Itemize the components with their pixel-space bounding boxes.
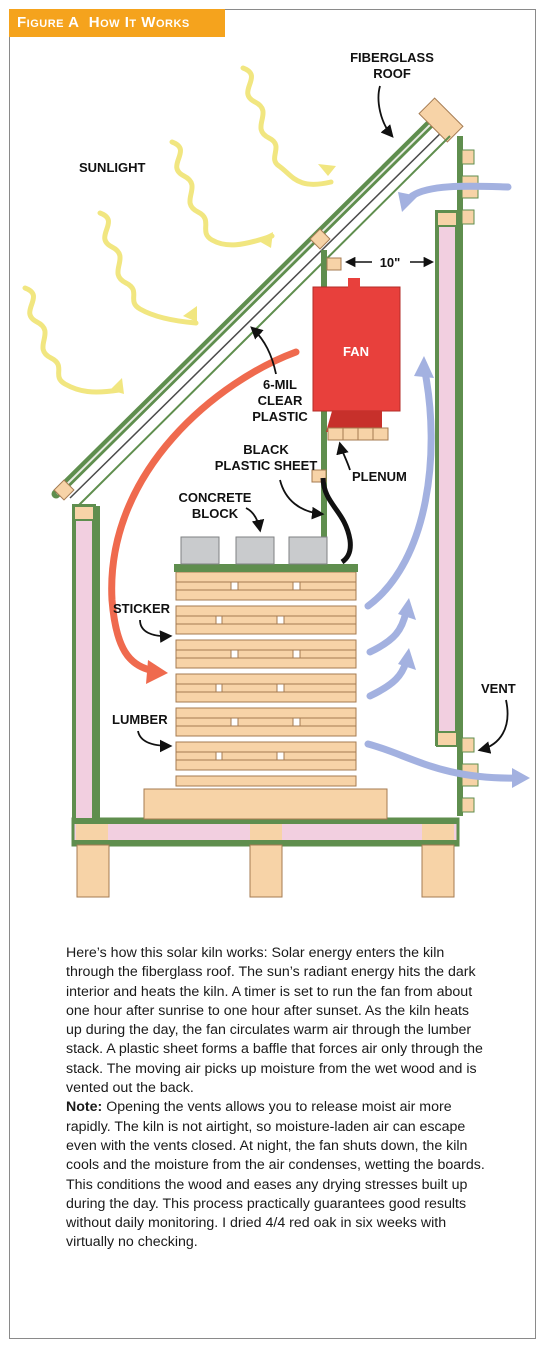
solar-kiln-diagram: FAN [22, 50, 530, 898]
note-label: Note: [66, 1099, 103, 1116]
sticker-rows [175, 581, 357, 761]
figure-heading: How It Works [88, 14, 190, 31]
roof-leader [377, 85, 394, 138]
warm-air-arrow [108, 348, 300, 684]
sun-ray-heads [110, 164, 336, 394]
plenum-leader [336, 441, 351, 471]
plastic-label-2: CLEAR [258, 393, 303, 408]
plastic-label-3: PLASTIC [252, 409, 308, 424]
fan: FAN [312, 278, 401, 441]
kiln-floor [71, 817, 460, 898]
sun-ray [97, 210, 199, 326]
concrete-block [288, 536, 328, 565]
sheet-label-1: BLACK [243, 442, 289, 457]
caption-paragraph-1: Here’s how this solar kiln works: Solar … [66, 945, 483, 1097]
lumber-stack [143, 564, 388, 820]
sun-ray [169, 139, 275, 248]
sheet-leader [279, 479, 325, 520]
vent-label: VENT [481, 681, 516, 696]
plastic-leader [250, 326, 277, 375]
lumber-layers [175, 571, 357, 787]
plastic-label-1: 6-MIL [263, 377, 297, 392]
sunlight-label: SUNLIGHT [79, 160, 146, 175]
figure-frame [9, 9, 536, 1339]
front-wall [72, 504, 100, 822]
black-plastic-sheet [320, 477, 353, 565]
gap-dimension: 10" [344, 255, 435, 270]
gap-label: 10" [380, 255, 401, 270]
cool-air-heads [398, 192, 530, 788]
plenum-label: PLENUM [352, 469, 407, 484]
caption-paragraph-2: Note: Opening the vents allows you to re… [66, 1098, 486, 1252]
sun-ray [22, 285, 122, 395]
concrete-block [180, 536, 220, 565]
roof-label-1: FIBERGLASS [350, 50, 434, 65]
vent-leader [477, 699, 509, 754]
sunlight-rays [22, 65, 334, 395]
sticker-leader [139, 619, 173, 643]
sheet-label-2: PLASTIC SHEET [215, 458, 318, 473]
block-label-1: CONCRETE [179, 490, 252, 505]
figure-title: Figure A How It Works [9, 9, 225, 37]
sticker-label: STICKER [113, 601, 171, 616]
fan-label: FAN [343, 344, 369, 359]
back-wall [435, 136, 479, 816]
caption: Here’s how this solar kiln works: Solar … [66, 944, 486, 1253]
fiberglass-roof [51, 97, 464, 501]
block-leader [245, 507, 265, 533]
clear-plastic-line [77, 135, 451, 507]
stack-cover [174, 564, 358, 572]
note-text: Opening the vents allows you to release … [66, 1099, 485, 1251]
concrete-blocks [180, 536, 328, 565]
lumber-leader [137, 730, 173, 753]
concrete-block [235, 536, 275, 565]
sun-ray [240, 65, 334, 187]
roof-label-2: ROOF [373, 66, 411, 81]
figure-prefix: Figure A [17, 14, 80, 31]
lumber-label: LUMBER [112, 712, 168, 727]
block-label-2: BLOCK [192, 506, 239, 521]
